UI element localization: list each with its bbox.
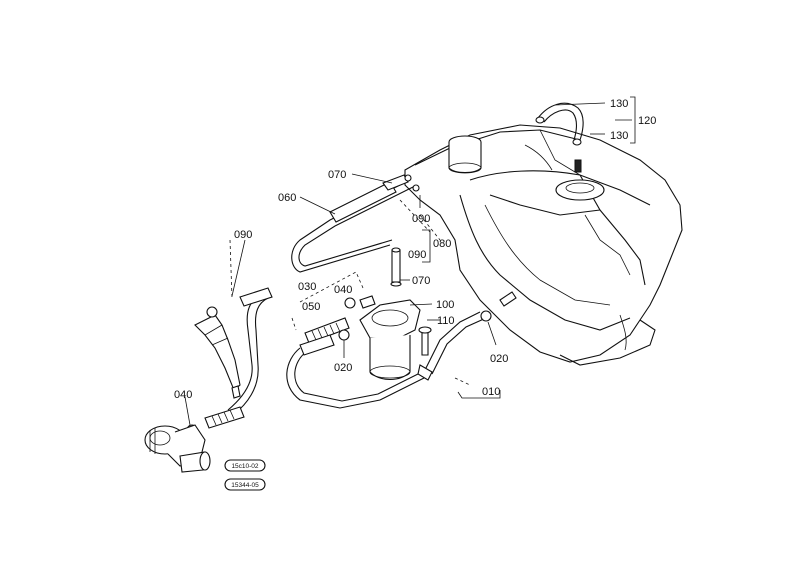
injector xyxy=(194,306,241,399)
callout-080: 080 xyxy=(433,238,451,250)
callout-090-mid: 090 xyxy=(408,249,426,261)
callout-070-top: 070 xyxy=(328,169,346,181)
callout-090-left: 090 xyxy=(234,229,252,241)
breather-hose xyxy=(535,102,584,146)
callout-040-lower: 040 xyxy=(174,389,192,401)
callout-060: 060 xyxy=(278,192,296,204)
callout-070-mid: 070 xyxy=(412,275,430,287)
fuel-pump xyxy=(144,424,211,473)
callout-130-top: 130 xyxy=(610,98,628,110)
callout-110: 110 xyxy=(437,315,455,327)
callout-100: 100 xyxy=(436,299,454,311)
fuel-tank xyxy=(404,124,683,366)
callout-020-left: 020 xyxy=(334,362,352,374)
callout-130-bottom: 130 xyxy=(610,130,628,142)
callout-120: 120 xyxy=(638,115,656,127)
callout-040-upper: 040 xyxy=(334,284,352,296)
callout-leaders xyxy=(184,96,636,426)
callout-030: 030 xyxy=(298,281,316,293)
reference-stamp-1: 15c10-02 xyxy=(231,463,258,470)
fuel-pipes xyxy=(227,174,492,415)
fuel-filter xyxy=(359,247,432,381)
callout-090-top: 090 xyxy=(412,213,430,225)
callout-050: 050 xyxy=(302,301,320,313)
reference-stamps: 15c10-02 15344-05 xyxy=(224,459,266,491)
reference-stamp-2: 15344-05 xyxy=(231,482,259,489)
callout-010: 010 xyxy=(482,386,500,398)
callout-labels: 130 120 130 070 060 090 090 080 090 070 … xyxy=(174,98,656,401)
callout-020-right: 020 xyxy=(490,353,508,365)
